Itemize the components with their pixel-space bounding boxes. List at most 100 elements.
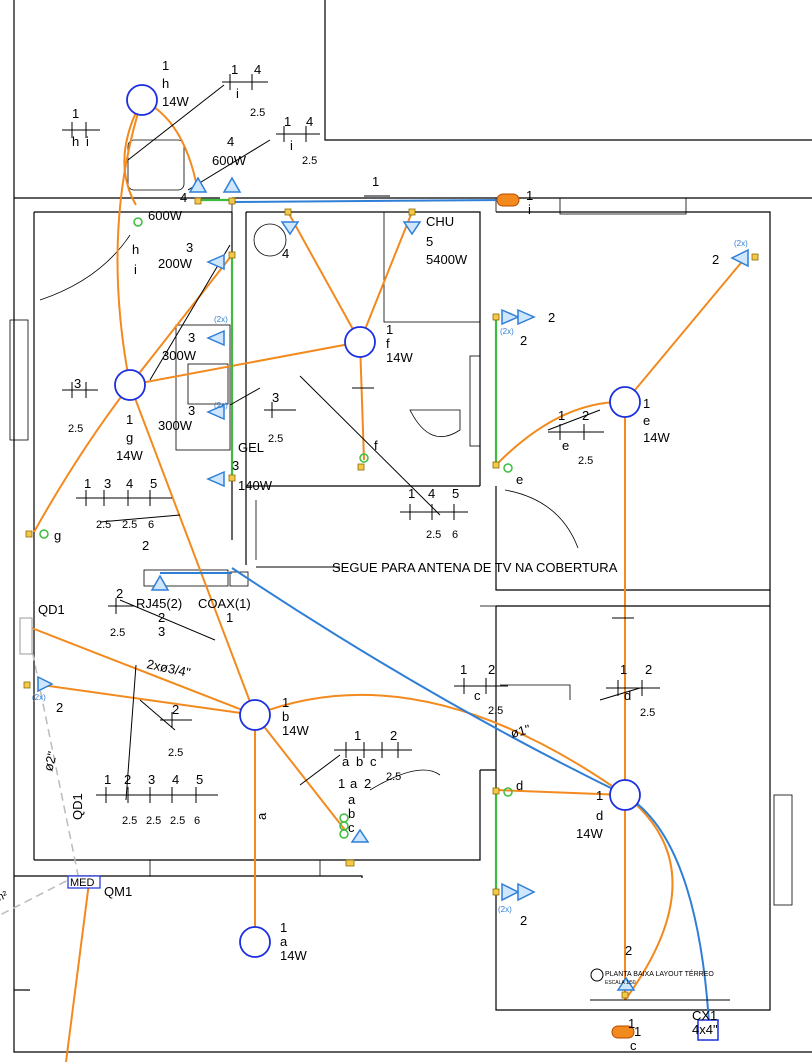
- wire-size: 2.5: [96, 519, 111, 531]
- lamp-f: 1 f 14W: [344, 322, 413, 365]
- conduit-label: 2xø3/4": [145, 656, 192, 680]
- power-label: 300W: [162, 348, 197, 363]
- wire-num: 2: [124, 772, 131, 787]
- lamp-qty: 1: [386, 322, 393, 337]
- wire-num: 2: [520, 333, 527, 348]
- med-box: [67, 875, 101, 889]
- lamp-icon: [344, 326, 376, 358]
- lamp-power: 14W: [280, 948, 307, 963]
- junction-boxes: [19, 193, 759, 1041]
- qd1-vertical-label: QD1: [70, 793, 85, 820]
- wire-num: 2: [158, 610, 165, 625]
- switch-g: [39, 529, 49, 539]
- multiplier-label: (2x): [734, 239, 748, 248]
- switch-letter: b: [356, 754, 363, 769]
- lamp-b: 1 b 14W: [239, 695, 309, 738]
- switch-e: [503, 463, 513, 473]
- wire-size: 2.5: [488, 705, 503, 717]
- switch-letter: c: [370, 754, 377, 769]
- wire-size: 2.5: [68, 423, 83, 435]
- outlet-icon: [517, 882, 536, 902]
- wire-num: 3: [232, 458, 239, 473]
- wire-num: 2: [645, 662, 652, 677]
- outlet-icon: [501, 882, 520, 902]
- outlet-icon: [150, 574, 170, 591]
- lamp-power: 14W: [282, 723, 309, 738]
- walls: [9, 0, 812, 1053]
- junction-box: [492, 461, 500, 469]
- multiplier-label: (2x): [498, 905, 512, 914]
- wire-size: 2.5: [170, 815, 185, 827]
- outlet-icon: [37, 675, 54, 693]
- wire-num: 1: [72, 106, 79, 121]
- wire-num: 3: [148, 772, 155, 787]
- lamp-qty: 1: [596, 788, 603, 803]
- outlet-icon: [350, 828, 370, 843]
- wire-num: 1: [408, 486, 415, 501]
- junction-box: [25, 530, 33, 538]
- conduit-label: ø1": [509, 721, 532, 741]
- lamp-qty: 1: [282, 695, 289, 710]
- wire-num: 5: [452, 486, 459, 501]
- orange-wiring: [23, 99, 746, 1062]
- wire-num: 3: [74, 376, 81, 391]
- dashed-conduit: [0, 874, 79, 916]
- terminal-c: [611, 1025, 635, 1039]
- junction-box: [492, 313, 500, 321]
- wire-num: 1: [372, 174, 379, 189]
- wire-size: 2.5: [122, 815, 137, 827]
- wire-num: 1: [226, 610, 233, 625]
- outlet-qty: 4: [227, 134, 234, 149]
- lamp-e: 1 e 14W: [609, 386, 670, 445]
- green-wiring: [198, 198, 498, 892]
- cx1-box: [697, 1019, 719, 1041]
- wire-num: 4: [428, 486, 435, 501]
- wire-num: 1: [104, 772, 111, 787]
- wire-num: 2: [364, 776, 371, 791]
- wire-size: 2.5: [110, 627, 125, 639]
- wire-num: 1: [628, 1016, 635, 1031]
- wire-size: 2.5: [168, 747, 183, 759]
- wire-num: 1: [284, 114, 291, 129]
- plan-scale: ESCALA 1/50: [605, 980, 636, 986]
- wire-size: 2.5: [640, 707, 655, 719]
- switch-h: [133, 217, 143, 227]
- lamp-power: 14W: [162, 94, 189, 109]
- lamp-power: 14W: [576, 826, 603, 841]
- lamp-qty: 1: [280, 920, 287, 935]
- wire-num: 2: [142, 538, 149, 553]
- outlet-icon: [280, 221, 300, 236]
- multiplier-label: (2x): [214, 401, 228, 410]
- junction-box: [345, 859, 355, 867]
- lamp-qty: 1: [126, 412, 133, 427]
- junction-box: [357, 463, 365, 471]
- lamp-circuit: h: [162, 76, 169, 91]
- outlet-icon: [206, 329, 225, 347]
- wire-size: 2.5: [426, 529, 441, 541]
- wire-num: 5: [426, 234, 433, 249]
- junction-box: [194, 197, 202, 205]
- switch-a: [339, 813, 349, 823]
- junction-box: [492, 787, 500, 795]
- multiplier-label: (2x): [32, 693, 46, 702]
- wire-num: 3: [104, 476, 111, 491]
- wire-num: 4: [306, 114, 313, 129]
- lamp-circuit: f: [386, 336, 390, 351]
- wire-size: 2.5: [386, 771, 401, 783]
- junction-box: [408, 208, 416, 216]
- switch-d: [503, 787, 513, 797]
- cx1-size: 4x4": [692, 1022, 718, 1037]
- qm1-label: QM1: [104, 884, 132, 899]
- conduit-label: ø2": [40, 749, 60, 772]
- switch-letter: h: [132, 242, 139, 257]
- fridge-label: GEL: [238, 440, 264, 455]
- wire-num: 2: [712, 252, 719, 267]
- wire-num: 1: [354, 728, 361, 743]
- switch-f: [359, 453, 369, 463]
- lamp-g: 1 g 14W: [114, 369, 146, 463]
- lamp-circuit: g: [126, 430, 133, 445]
- power-labels: 4 600W 4 600W 3 200W 300W 300W 140W CHU …: [148, 134, 468, 493]
- switches: [39, 217, 513, 839]
- qd1-panel: [19, 617, 33, 655]
- wire-num: 1: [634, 1024, 641, 1039]
